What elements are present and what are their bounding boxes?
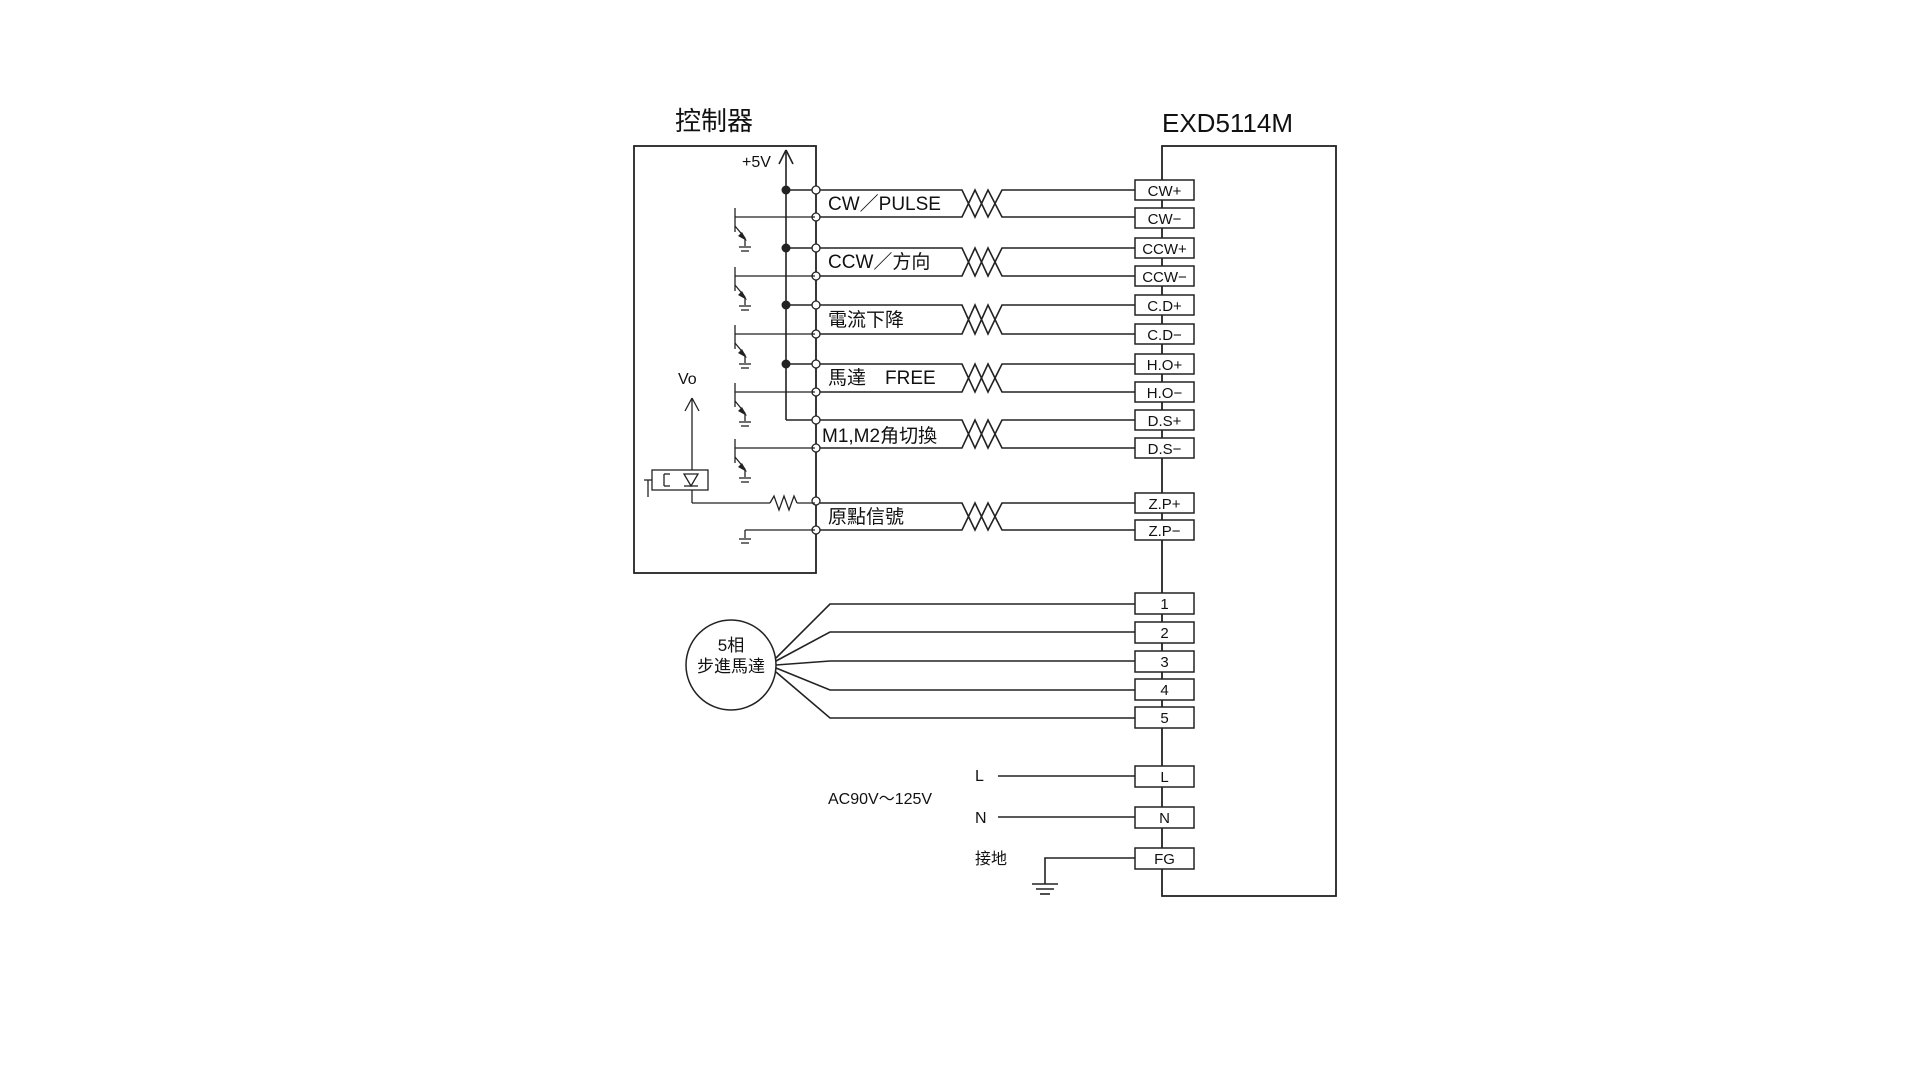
terminal-ho-plus: H.O+ <box>1147 357 1183 374</box>
terminal-cd-minus: C.D− <box>1147 327 1182 344</box>
transistor-outputs <box>734 208 815 483</box>
signal-label-cw: CW／PULSE <box>828 193 941 215</box>
motor-terminal-1: 1 <box>1160 596 1168 613</box>
terminal-ho-minus: H.O− <box>1147 385 1183 402</box>
transistor-2 <box>734 267 815 311</box>
terminal-ds-minus: D.S− <box>1148 441 1182 458</box>
ground-label: 接地 <box>975 850 1007 868</box>
power-voltage: AC90V〜125V <box>828 791 932 808</box>
terminal-zp-plus: Z.P+ <box>1148 496 1180 513</box>
power-n-label: N <box>975 810 987 827</box>
signal-label-ccw: CCW／方向 <box>828 251 930 273</box>
terminal-ccw-minus: CCW− <box>1142 269 1187 286</box>
motor-terminal-3: 3 <box>1160 654 1168 671</box>
power-terminal-l: L <box>1160 769 1168 786</box>
signal-ds: M1,M2角切換 <box>820 418 1135 450</box>
power-input: L AC90V〜125V N 接地 L N FG <box>828 765 1195 895</box>
driver-title: EXD5114M <box>1162 108 1293 138</box>
motor-terminal-4: 4 <box>1160 682 1168 699</box>
signal-lines: CW／PULSE CCW／方向 電流下降 馬達 FREE M1,M2角切換 原點… <box>820 188 1135 532</box>
transistor-3 <box>734 325 815 369</box>
origin-input-circuit: Vo <box>644 371 815 544</box>
terminal-cw-minus: CW− <box>1148 211 1182 228</box>
motor-terminal-2: 2 <box>1160 625 1168 642</box>
supply-label: +5V <box>742 154 771 171</box>
signal-zp: 原點信號 <box>820 501 1135 532</box>
power-terminal-fg: FG <box>1154 851 1175 868</box>
signal-ho: 馬達 FREE <box>820 362 1135 394</box>
transistor-4 <box>734 383 815 427</box>
signal-label-ds: M1,M2角切換 <box>822 425 937 447</box>
controller-terminals <box>811 185 821 535</box>
power-l-label: L <box>975 768 984 785</box>
stepper-motor: 5相 步進馬達 1 2 3 4 5 <box>685 592 1195 729</box>
signal-label-zp: 原點信號 <box>828 506 904 528</box>
signal-label-cd: 電流下降 <box>828 309 904 331</box>
transistor-1 <box>734 208 815 252</box>
motor-line2: 步進馬達 <box>697 657 765 676</box>
motor-line1: 5相 <box>718 636 744 655</box>
terminal-cw-plus: CW+ <box>1148 183 1182 200</box>
resistor-icon <box>769 494 798 512</box>
signal-ccw: CCW／方向 <box>820 246 1135 278</box>
transistor-5 <box>734 439 815 483</box>
controller-title: 控制器 <box>675 106 753 136</box>
driver-signal-terminals: CW+ CW− CCW+ CCW− C.D+ C.D− H.O+ H.O− D.… <box>1134 179 1195 541</box>
motor-terminal-5: 5 <box>1160 710 1168 727</box>
signal-cw: CW／PULSE <box>820 188 1135 219</box>
terminal-cd-plus: C.D+ <box>1147 298 1182 315</box>
signal-cd: 電流下降 <box>820 303 1135 336</box>
vo-label: Vo <box>678 371 697 388</box>
terminal-zp-minus: Z.P− <box>1148 523 1180 540</box>
terminal-ds-plus: D.S+ <box>1148 413 1182 430</box>
power-terminal-n: N <box>1159 810 1170 827</box>
signal-label-ho: 馬達 FREE <box>828 367 936 389</box>
terminal-ccw-plus: CCW+ <box>1142 241 1187 258</box>
